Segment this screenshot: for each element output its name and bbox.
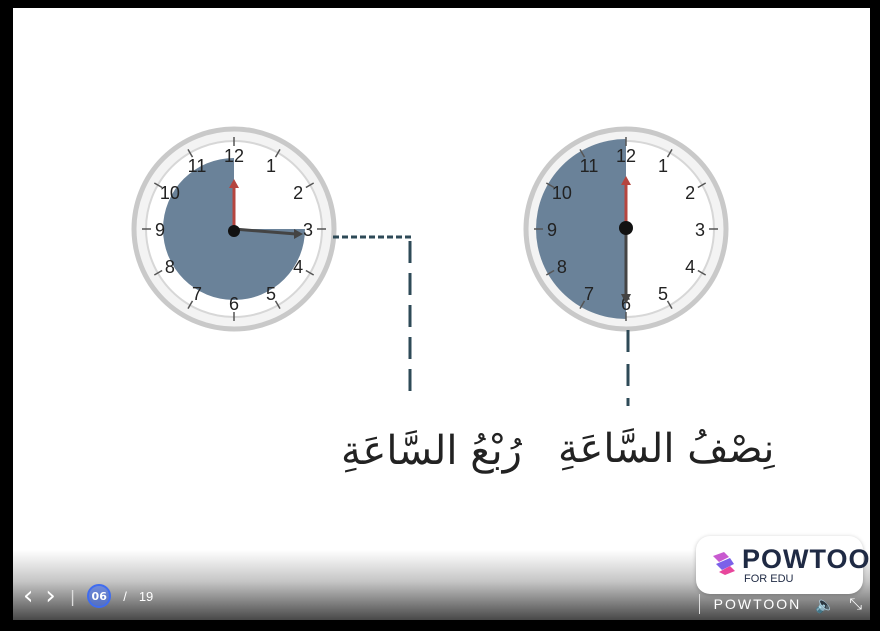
clock-tick <box>666 148 673 158</box>
chevron-right-icon[interactable]: › <box>45 581 56 611</box>
divider: | <box>69 586 76 606</box>
clock-numeral: 5 <box>266 284 276 304</box>
clock-tick <box>697 182 707 189</box>
player-right-controls: POWTOON 🔈 ⤡ <box>698 594 862 614</box>
clock-numeral: 8 <box>165 257 175 277</box>
clock-tick <box>666 300 673 310</box>
powtoon-logo-icon <box>713 552 735 575</box>
chevron-left-icon[interactable]: ‹ <box>23 581 34 611</box>
clock-tick <box>187 300 194 310</box>
clock-numeral: 4 <box>685 257 695 277</box>
powtoon-brand-sub: FOR EDU <box>744 573 794 585</box>
clock-tick <box>579 148 586 158</box>
clock-numeral: 3 <box>695 220 705 240</box>
clock-tick <box>545 182 555 189</box>
clock-numeral: 7 <box>192 284 202 304</box>
clock-tick <box>274 300 281 310</box>
clock-numeral: 4 <box>293 257 303 277</box>
clock-numeral: 10 <box>552 183 572 203</box>
minute-hand <box>233 227 297 236</box>
clock-tick <box>305 269 315 276</box>
clock-tick <box>545 269 555 276</box>
powtoon-brand-card[interactable]: POWTOON FOR EDU <box>696 536 870 594</box>
half-hour-caption: نِصْفُ السَّاعَةِ <box>558 426 775 472</box>
clock-numeral: 9 <box>155 220 165 240</box>
clock-tick <box>274 148 281 158</box>
clock-numeral: 10 <box>160 183 180 203</box>
clock-numeral: 2 <box>293 183 303 203</box>
clock-numeral: 9 <box>547 220 557 240</box>
clock-numeral: 2 <box>685 183 695 203</box>
current-page-badge[interactable]: 06 <box>87 584 112 608</box>
clock-tick <box>187 148 194 158</box>
divider <box>698 594 700 614</box>
clock-numeral: 1 <box>266 156 276 176</box>
page-total: 19 <box>138 588 154 604</box>
clock-tick <box>153 269 163 276</box>
clock-numeral: 7 <box>584 284 594 304</box>
powtoon-brand-name: POWTOON <box>742 544 870 574</box>
clock-numeral: 12 <box>616 146 636 166</box>
minimize-icon[interactable]: ⤡ <box>849 594 862 613</box>
clock-numeral: 11 <box>188 156 207 176</box>
page-separator: / <box>123 588 127 604</box>
clock-numeral: 3 <box>303 220 313 240</box>
clock-numeral: 6 <box>229 294 239 314</box>
volume-icon[interactable]: 🔈 <box>815 594 836 614</box>
clock-tick <box>305 182 315 189</box>
clock-tick <box>697 269 707 276</box>
clock-numeral: 1 <box>658 156 668 176</box>
clock-numeral: 8 <box>557 257 567 277</box>
clock-numeral: 12 <box>224 146 244 166</box>
clock-tick <box>579 300 586 310</box>
half-sector <box>536 139 626 319</box>
clock-numeral: 11 <box>580 156 599 176</box>
slide-navigation: ‹ › | 06 / 19 <box>23 581 154 611</box>
powtoon-footer-logo[interactable]: POWTOON <box>713 596 802 612</box>
clock-tick <box>153 182 163 189</box>
clock-numeral: 5 <box>658 284 668 304</box>
quarter-hour-caption: رُبْعُ السَّاعَةِ <box>341 428 522 474</box>
connector-quarter <box>333 235 413 393</box>
